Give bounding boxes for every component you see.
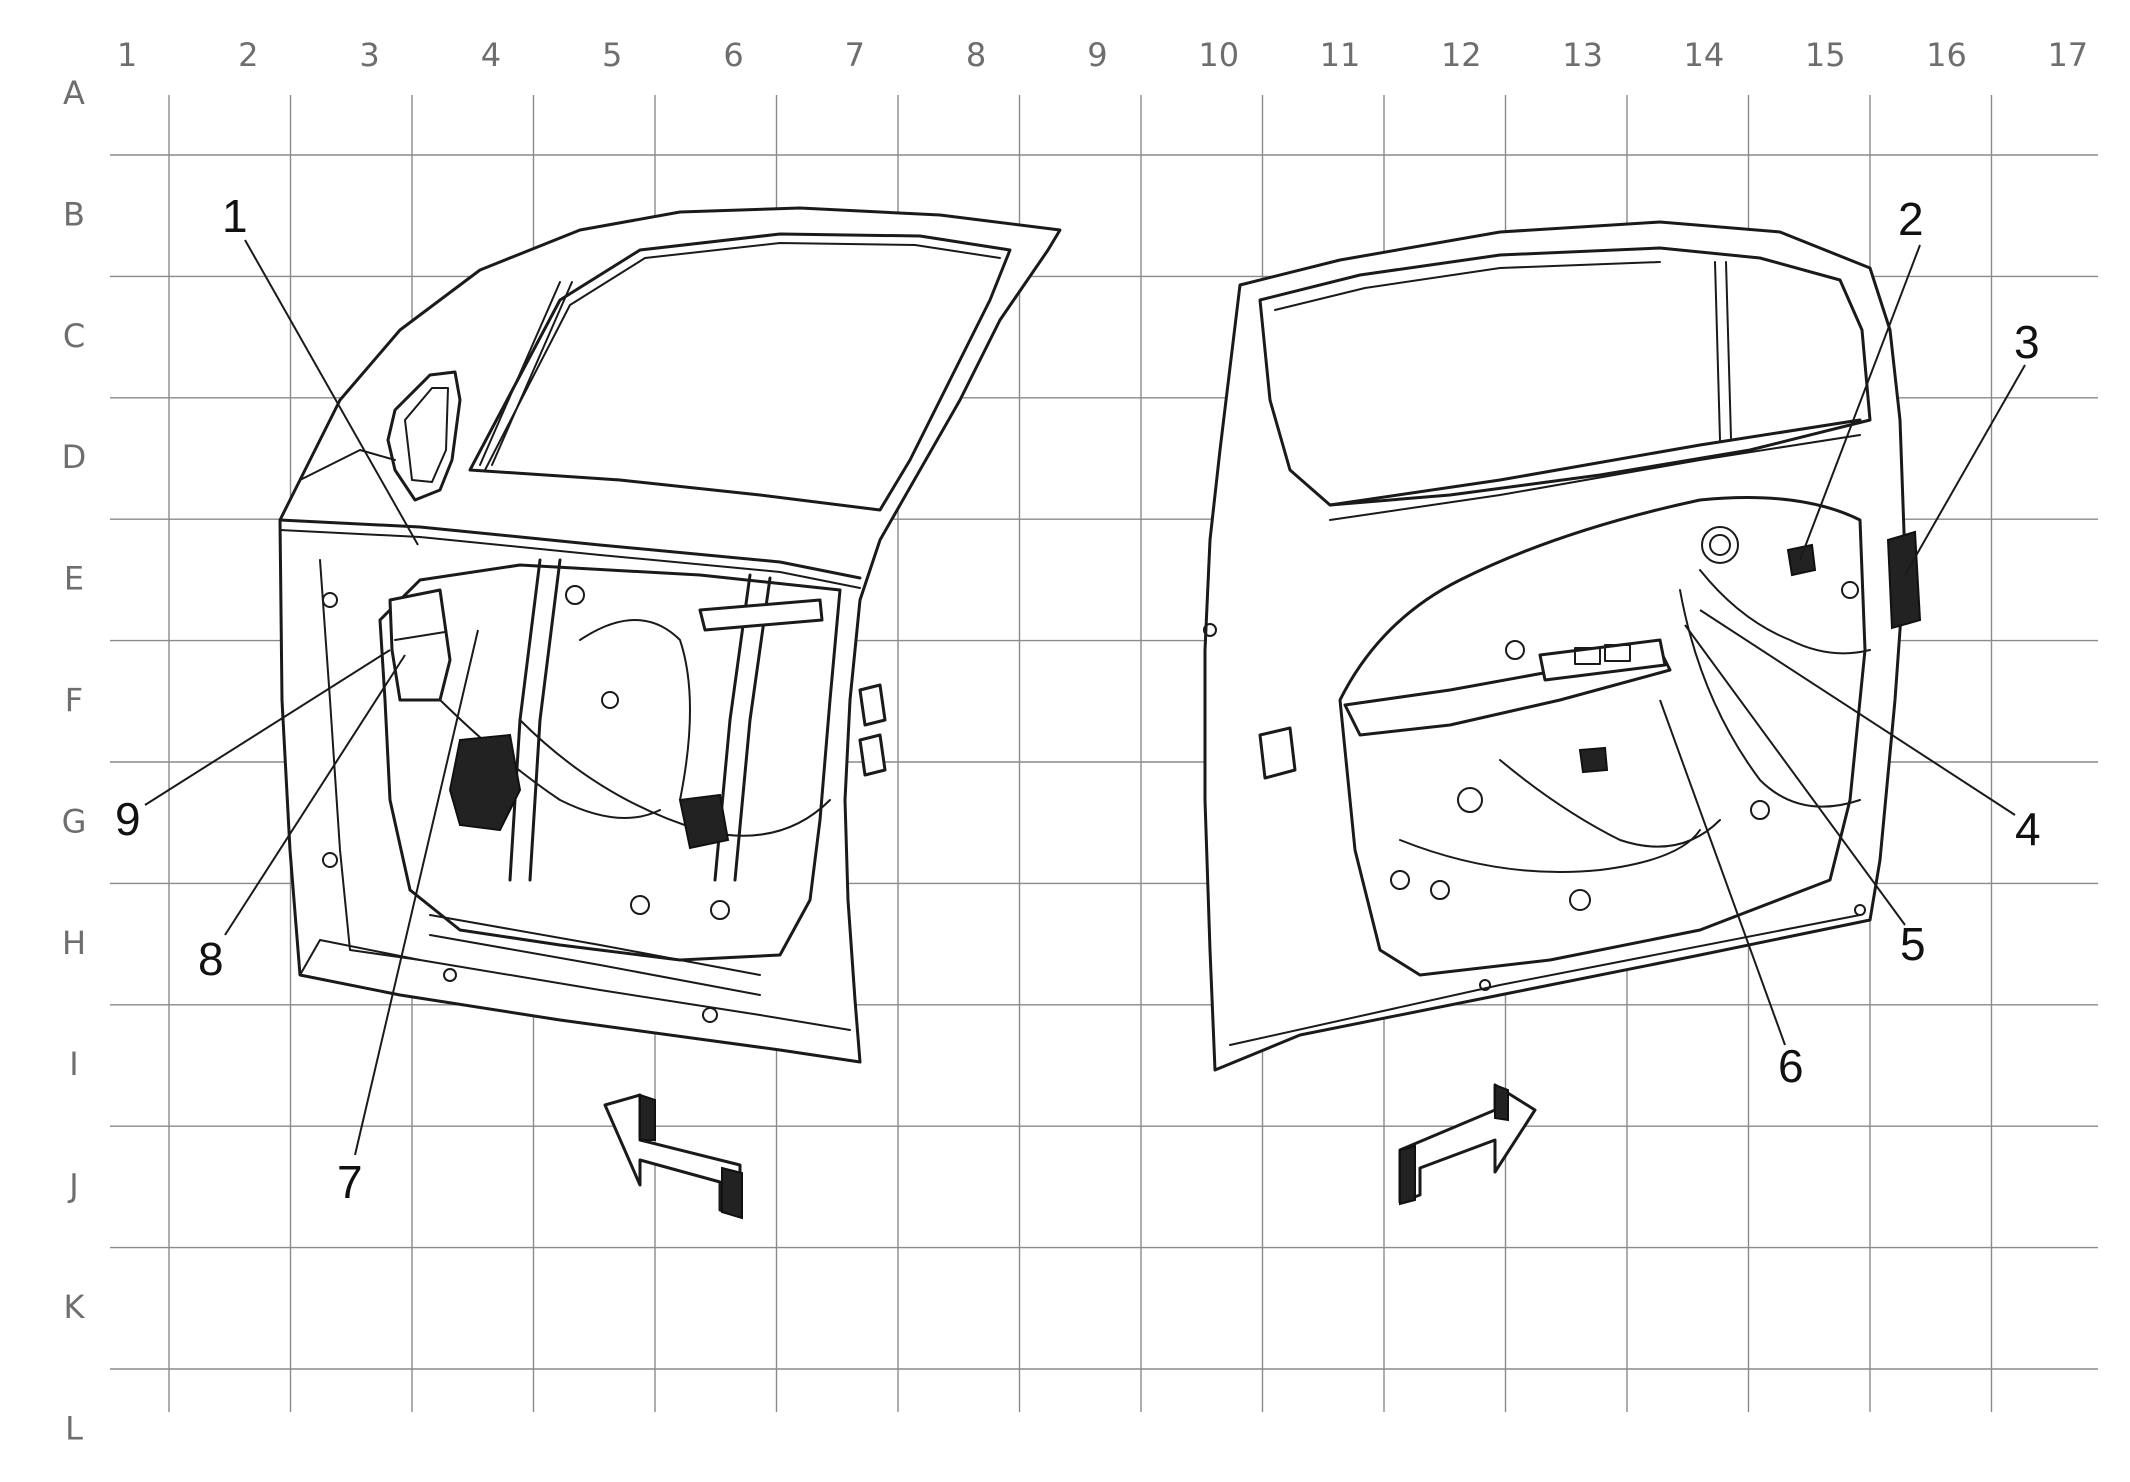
grid-column-label: 4 [481,36,501,74]
leader-8 [224,654,406,936]
grid-column-label: 17 [2047,36,2088,74]
left-door-drawing [278,206,1062,1064]
callout-3: 3 [2014,316,2040,368]
callout-5: 5 [1900,918,1926,970]
callout-6: 6 [1778,1040,1804,1092]
grid-column-label: 9 [1087,36,1107,74]
leader-9 [144,649,391,806]
grid-column-label: 12 [1441,36,1482,74]
grid-column-label: 6 [723,36,743,74]
callout-labels: 1 2 3 4 5 6 7 8 9 [115,190,2041,1208]
leader-2 [1799,244,1921,561]
leader-6 [1659,699,1786,1046]
leader-3 [1904,364,2026,576]
grid-row-label: K [64,1288,86,1326]
grid-row-label: F [65,681,83,719]
view-direction-arrow-icon [1398,1083,1537,1206]
callout-2: 2 [1898,193,1924,245]
callout-8: 8 [198,933,224,985]
leader-lines [144,239,2026,1156]
grid-row-label: I [69,1045,78,1083]
grid-column-label: 2 [238,36,258,74]
grid-column-label: 5 [602,36,622,74]
grid-column-label: 10 [1198,36,1239,74]
grid-column-label: 15 [1805,36,1846,74]
grid-column-label: 3 [359,36,379,74]
grid-column-label: 7 [845,36,865,74]
grid-row-label: C [63,317,85,355]
grid-row-label: E [64,560,84,598]
leader-7 [354,629,479,1156]
grid-column-label: 13 [1562,36,1603,74]
leader-1 [244,239,419,546]
view-direction-arrow-icon [603,1093,743,1220]
grid-column-label: 11 [1320,36,1361,74]
grid-column-label: 8 [966,36,986,74]
grid-row-label: J [67,1167,78,1205]
leader-4 [1699,609,2016,816]
grid-column-label: 1 [117,36,137,74]
right-door-drawing [1203,220,1922,1072]
grid-row-label: B [63,195,85,233]
grid-row-label: L [65,1409,83,1447]
callout-9: 9 [115,793,141,845]
grid-row-label: G [62,802,87,840]
grid-row-label: H [62,924,86,962]
grid-column-label: 16 [1926,36,1967,74]
leader-5 [1684,624,1906,926]
grid-row-label: D [62,438,87,476]
grid-column-label: 14 [1684,36,1725,74]
callout-1: 1 [222,190,248,242]
callout-7: 7 [337,1156,363,1208]
grid-row-label: A [63,74,85,112]
callout-4: 4 [2015,803,2041,855]
